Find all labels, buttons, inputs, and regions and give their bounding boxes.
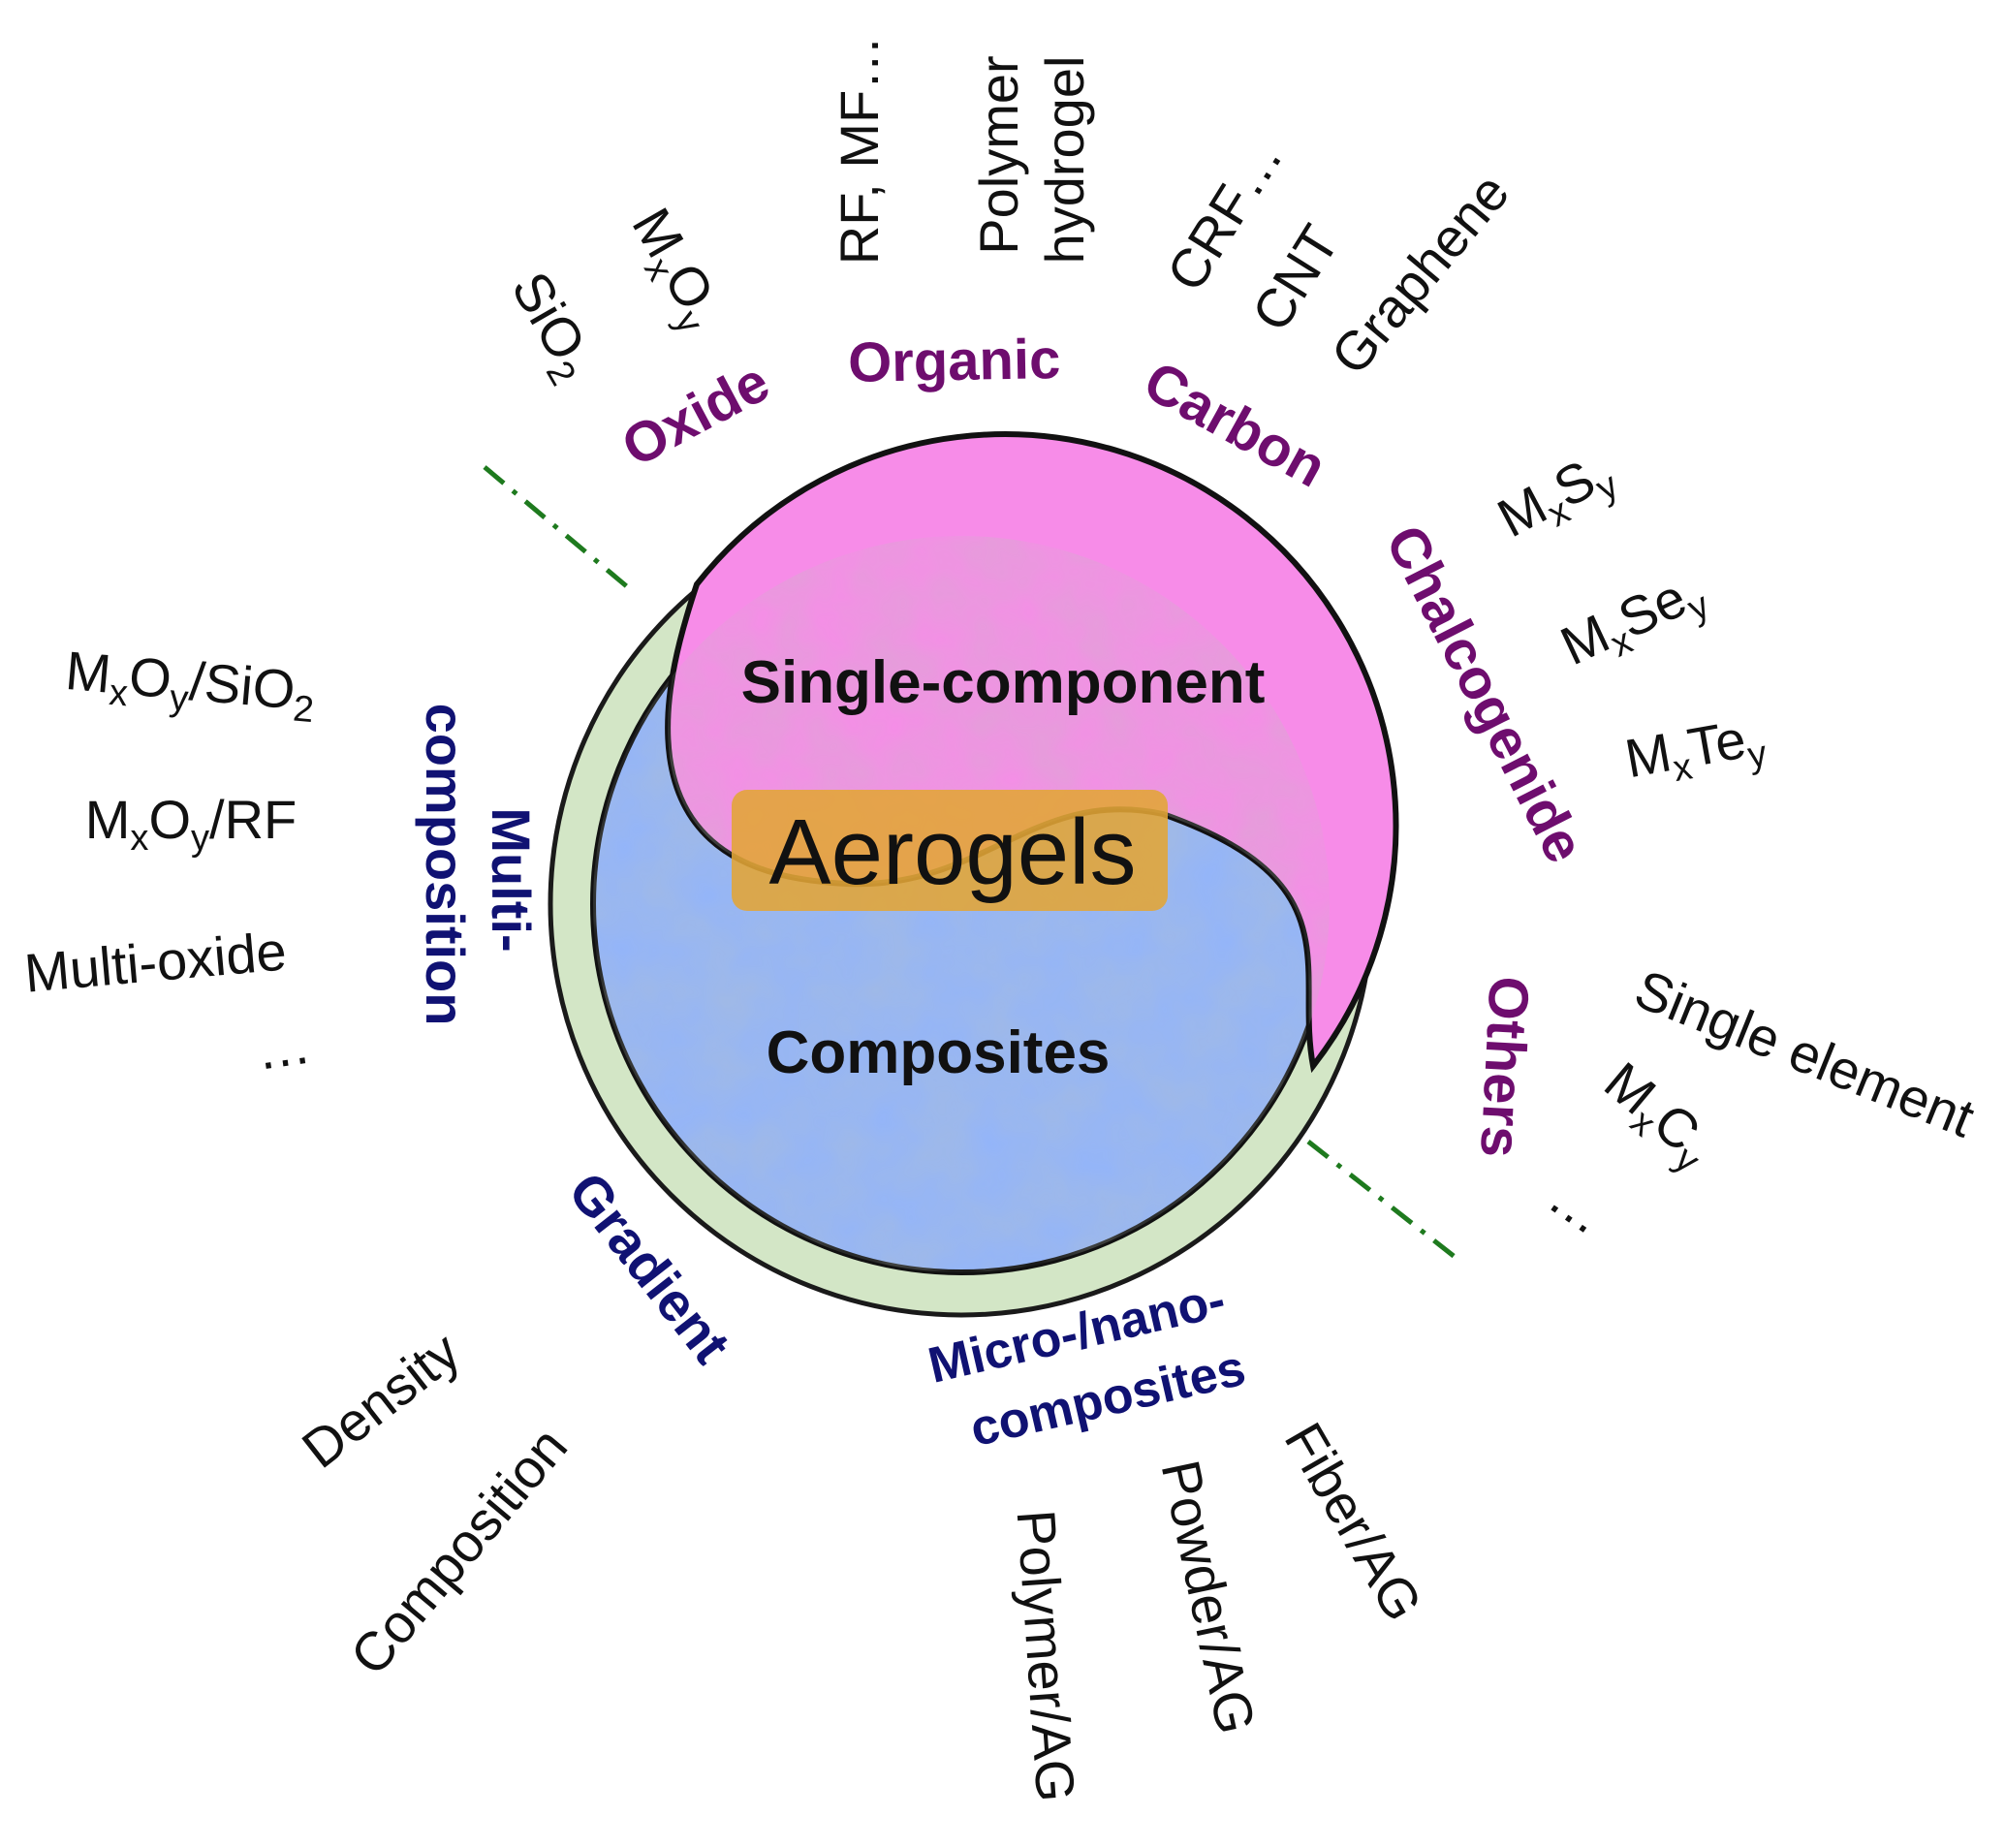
category-oxide: Oxide [611,350,779,479]
category-others: Others [1468,975,1541,1159]
divider-line-lower-right [1306,1140,1460,1262]
carbon-item-cnt: CNT [1239,214,1350,341]
category-organic: Organic [848,328,1061,394]
gradient-item-density: Density [291,1320,471,1480]
chalcogenide-item-mxtey: MxTey [1620,705,1770,798]
oxide-item-sio2: SiO2 [492,262,609,392]
center-title: Aerogels [769,800,1137,904]
composites-label: Composites [767,1019,1111,1086]
others-item-mxcy: MxCy [1588,1050,1726,1182]
organic-item-hydrogel: hydrogel [1034,56,1095,265]
micro-item-polymer-ag: Polymer/AG [1006,1508,1087,1804]
chalcogenide-item-mxsey: MxSey [1551,558,1715,684]
multi-item-multi-oxide: Multi-oxide [22,920,289,1003]
organic-item-rf-mf: RF, MF… [829,36,890,265]
multi-item-ellipsis: … [252,1014,314,1081]
micro-item-powder-ag: Powder/AG [1149,1455,1267,1738]
multi-item-mxoy-sio2: MxOy/SiO2 [62,640,318,731]
category-chalcogenide: Chalcogenide [1373,516,1597,872]
micro-item-fiber-ag: Fiber/AG [1273,1412,1435,1631]
oxide-item-mxoy: MxOy [613,198,736,340]
multi-item-mxoy-rf: MxOy/RF [85,789,298,859]
category-multi-composition-line2: composition [415,704,476,1026]
category-multi-composition-line1: Multi- [481,807,542,952]
gradient-item-composition: Composition [338,1416,579,1686]
divider-line-upper-left [483,465,637,595]
chalcogenide-item-mxsy: MxSy [1488,439,1625,556]
others-item-ellipsis: … [1538,1165,1617,1246]
single-component-label: Single-component [741,649,1266,716]
carbon-item-graphene: Graphene [1319,162,1520,386]
center-title-box [732,790,1168,911]
organic-item-polymer: Polymer [968,55,1029,254]
